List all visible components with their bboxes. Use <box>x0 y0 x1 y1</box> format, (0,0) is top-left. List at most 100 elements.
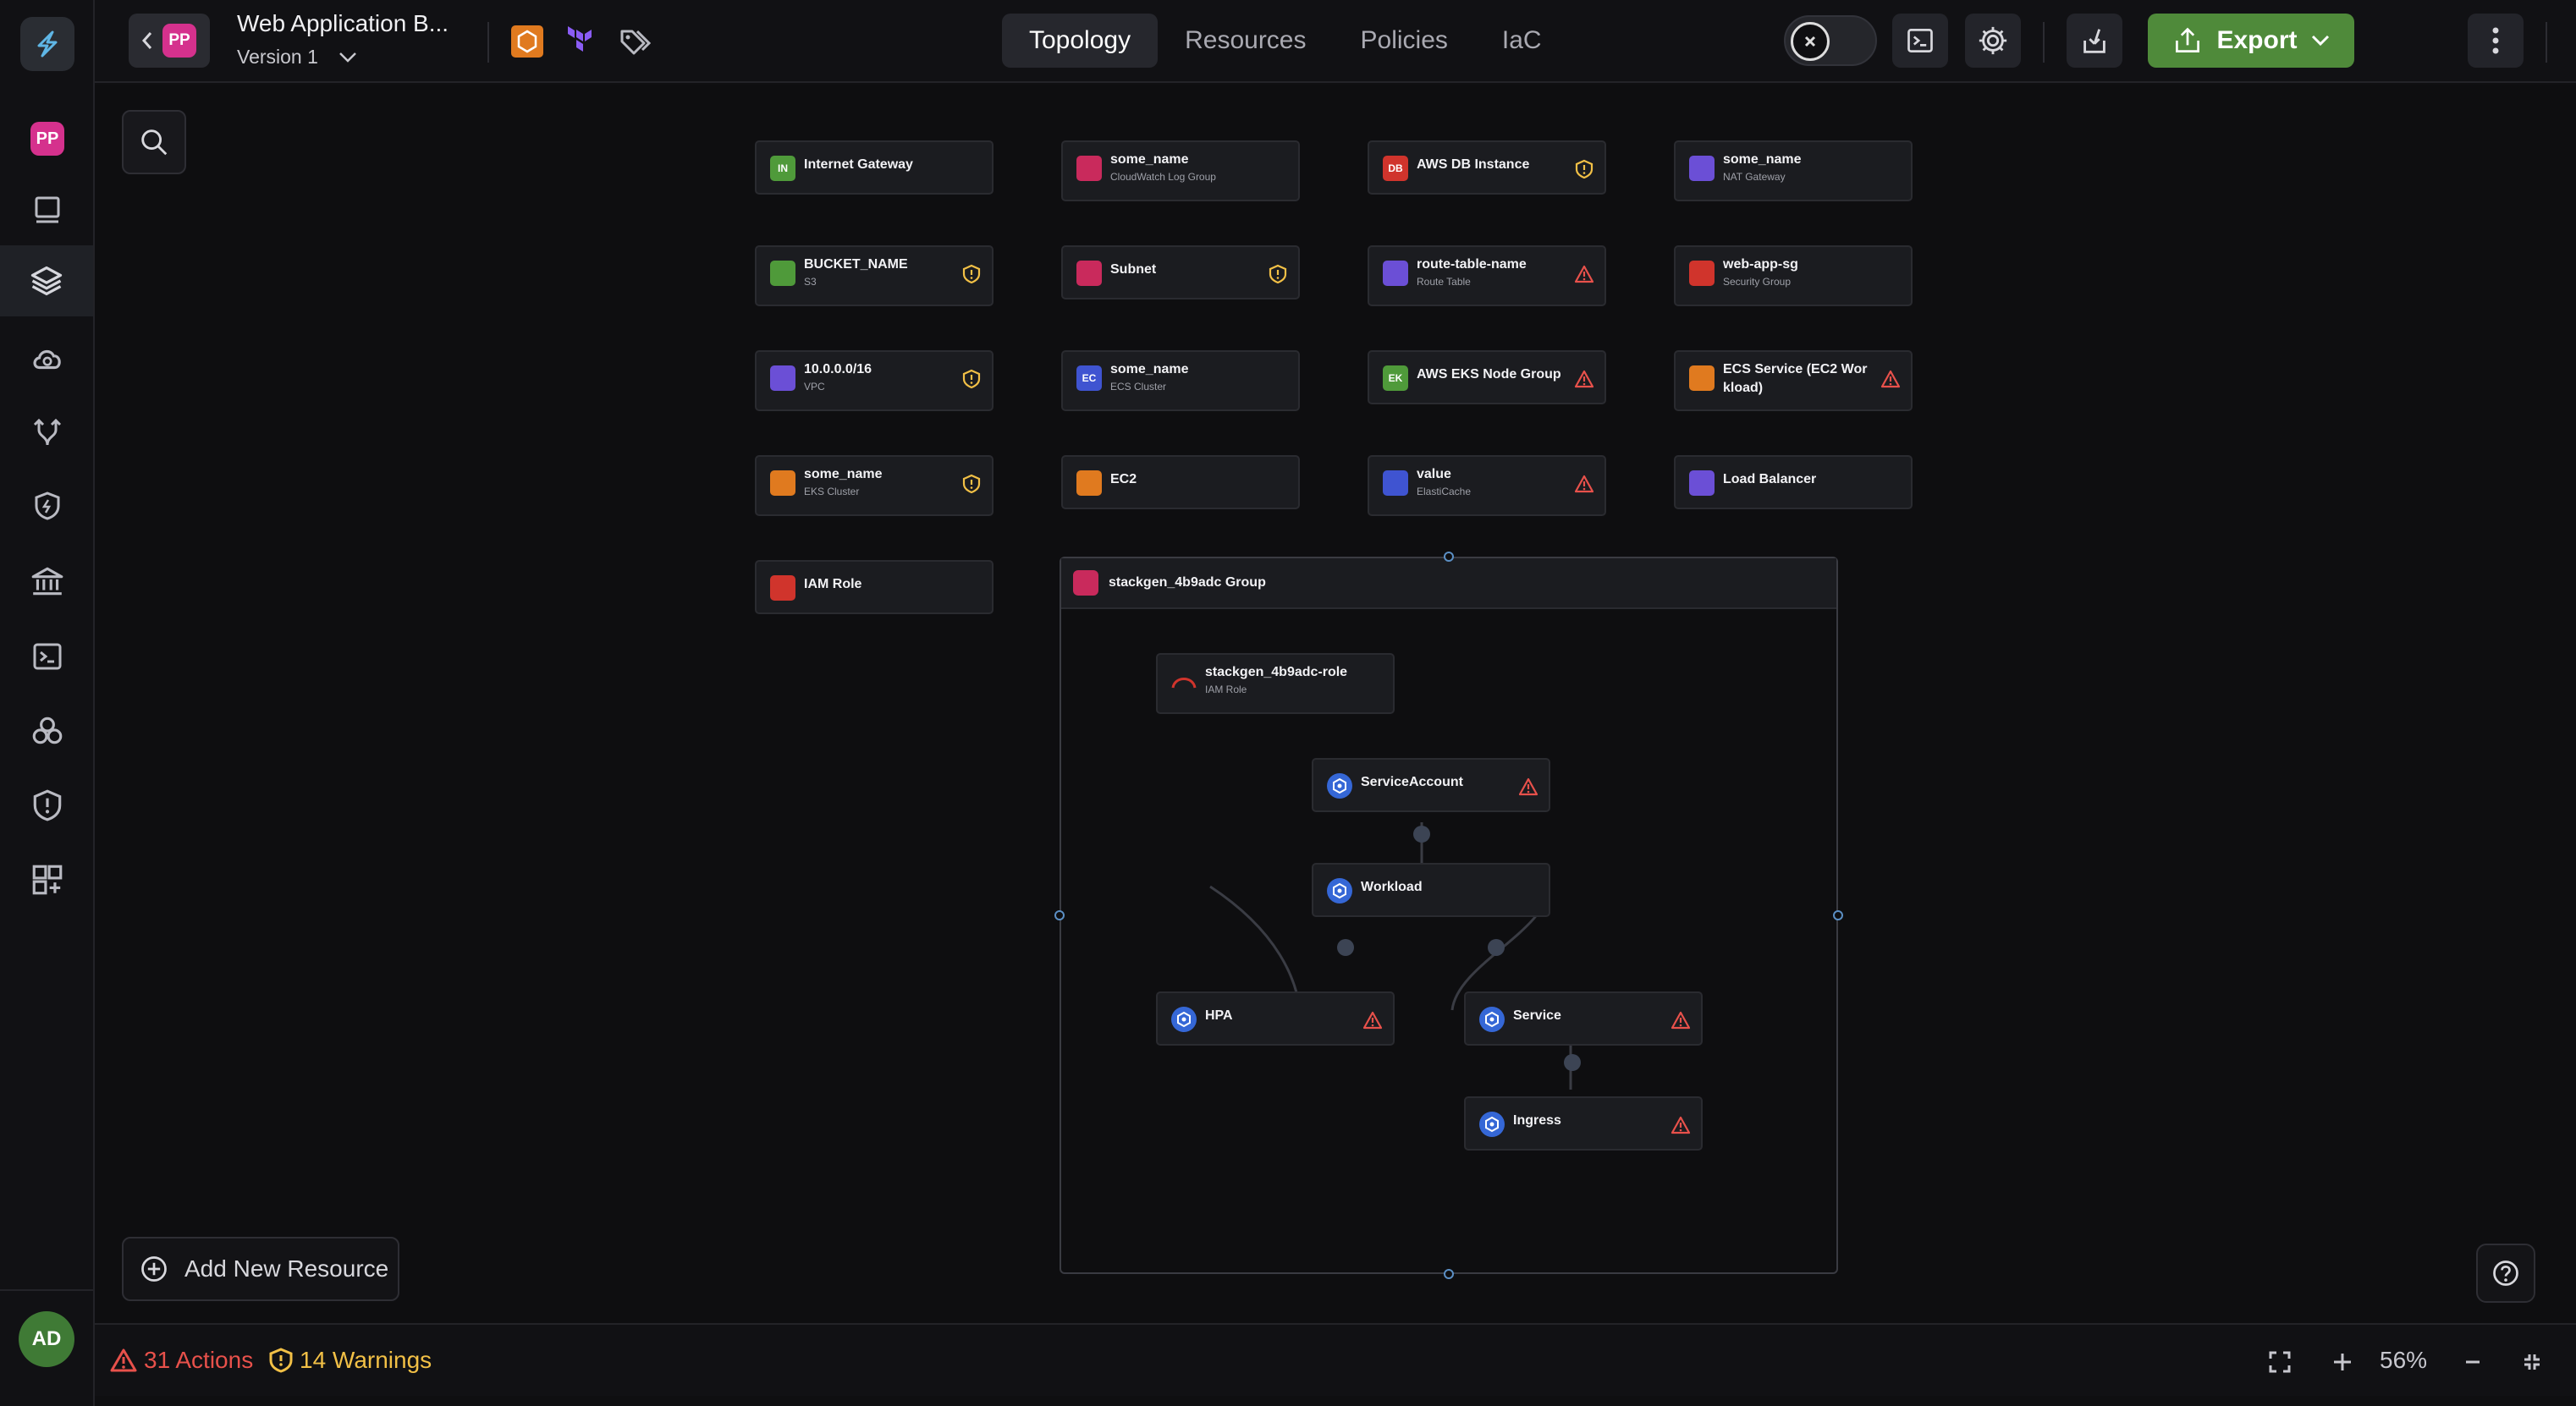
resource-icon <box>1689 365 1715 391</box>
aws-icon[interactable] <box>509 24 545 59</box>
node-load-balancer[interactable]: Load Balancer <box>1674 455 1913 509</box>
project-badge[interactable]: PP <box>30 122 64 156</box>
console-button[interactable] <box>1892 14 1948 68</box>
bank-icon[interactable] <box>25 560 69 604</box>
canvas-search-button[interactable] <box>122 110 186 174</box>
terraform-icon[interactable] <box>564 24 599 59</box>
resize-handle-top[interactable] <box>1444 552 1454 562</box>
node-type: IAM Role <box>1205 684 1247 695</box>
node-ec2[interactable]: EC2 <box>1061 455 1300 509</box>
mode-toggle[interactable] <box>1784 15 1877 66</box>
resource-group[interactable]: stackgen_4b9adc Group stackgen_4b9adc-ro… <box>1060 557 1838 1274</box>
node-subnet[interactable]: Subnet <box>1061 245 1300 299</box>
shield-alert-icon[interactable] <box>25 783 69 827</box>
resource-icon <box>1689 261 1715 286</box>
stackgen-logo-icon[interactable] <box>20 17 74 71</box>
resource-icon <box>770 261 795 286</box>
tags-icon[interactable] <box>618 24 653 59</box>
node-name: 10.0.0.0/16 <box>804 362 872 376</box>
layers-icon[interactable] <box>0 245 93 316</box>
resource-icon: EK <box>1383 365 1408 391</box>
add-new-resource-button[interactable]: Add New Resource <box>122 1237 399 1301</box>
node-service[interactable]: Service <box>1464 991 1703 1046</box>
node-name: ServiceAccount <box>1361 775 1463 789</box>
policy-shield-icon[interactable] <box>25 484 69 528</box>
rail-divider <box>0 1289 95 1291</box>
tab-resources[interactable]: Resources <box>1185 26 1307 54</box>
gear-icon <box>1979 26 2007 55</box>
version-label: Version 1 <box>237 46 318 68</box>
settings-button[interactable] <box>1965 14 2021 68</box>
more-options-button[interactable] <box>2468 14 2524 68</box>
header-divider <box>2043 22 2045 63</box>
left-rail: PP AD <box>0 0 95 1406</box>
resource-icon: IN <box>770 156 795 181</box>
shield-warning-icon <box>1575 159 1593 179</box>
add-new-resource-label: Add New Resource <box>184 1255 389 1282</box>
kebab-menu-icon <box>2492 27 2499 54</box>
actions-label: 31 Actions <box>144 1347 254 1373</box>
modules-icon[interactable] <box>25 709 69 753</box>
kubernetes-icon <box>1327 878 1352 903</box>
version-selector[interactable]: Version 1 <box>237 46 357 69</box>
node-service-account[interactable]: ServiceAccount <box>1312 758 1550 812</box>
project-title[interactable]: Web Application B... <box>237 10 449 36</box>
cloud-icon[interactable] <box>25 337 69 381</box>
alert-triangle-icon <box>1574 475 1594 493</box>
resize-handle-bottom[interactable] <box>1444 1269 1454 1279</box>
top-bar: PP Web Application B... Version 1 Topolo… <box>95 0 2576 83</box>
alert-triangle-icon <box>1518 777 1538 796</box>
zoom-out-icon[interactable] <box>2456 1345 2490 1379</box>
tab-policies[interactable]: Policies <box>1360 26 1448 54</box>
blueprint-icon[interactable] <box>25 188 69 232</box>
shield-warning-icon <box>269 1348 293 1373</box>
fit-view-icon[interactable] <box>2263 1345 2297 1379</box>
resource-icon <box>1076 156 1102 181</box>
group-header[interactable]: stackgen_4b9adc Group <box>1061 558 1836 609</box>
resize-handle-left[interactable] <box>1054 910 1065 920</box>
resize-handle-right[interactable] <box>1833 910 1843 920</box>
zoom-in-icon[interactable] <box>2326 1345 2359 1379</box>
shield-warning-icon <box>1269 264 1287 284</box>
zoom-level: 56% <box>2380 1347 2428 1373</box>
terminal-icon[interactable] <box>25 634 69 678</box>
node-iam-role[interactable]: IAM Role <box>755 560 994 614</box>
header-divider <box>487 22 489 63</box>
warnings-counter[interactable]: 14 Warnings <box>269 1347 432 1374</box>
help-button[interactable] <box>2476 1244 2535 1303</box>
node-name: value <box>1417 467 1451 481</box>
import-button[interactable] <box>2067 14 2122 68</box>
export-button[interactable]: Export <box>2148 14 2354 68</box>
back-button[interactable]: PP <box>129 14 210 68</box>
add-grid-icon[interactable] <box>25 858 69 902</box>
user-avatar[interactable]: AD <box>19 1311 74 1367</box>
node-workload[interactable]: Workload <box>1312 863 1550 917</box>
node-hpa[interactable]: HPA <box>1156 991 1395 1046</box>
tab-iac[interactable]: IaC <box>1501 26 1542 54</box>
x-circle-icon <box>1791 22 1830 61</box>
node-ingress[interactable]: Ingress <box>1464 1096 1703 1151</box>
node-name: HPA <box>1205 1008 1233 1023</box>
project-badge-small: PP <box>162 24 196 58</box>
tab-topology[interactable]: Topology <box>1002 14 1159 68</box>
node-name: Ingress <box>1513 1113 1561 1128</box>
minimize-view-icon[interactable] <box>2515 1345 2549 1379</box>
resource-icon <box>1689 470 1715 496</box>
branch-icon[interactable] <box>25 411 69 455</box>
actions-counter[interactable]: 31 Actions <box>110 1347 253 1374</box>
